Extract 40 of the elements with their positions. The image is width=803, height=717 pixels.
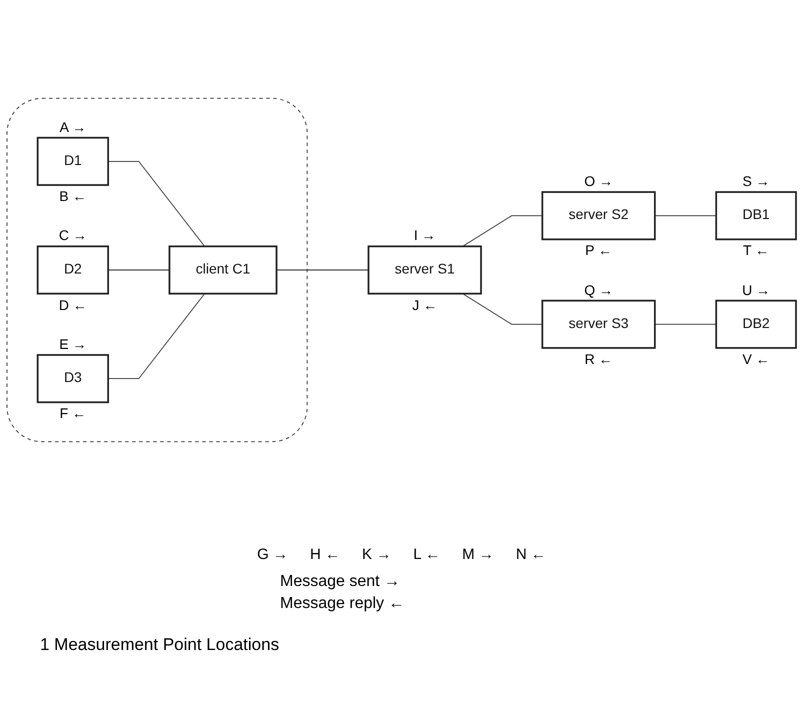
process-box: server S3 xyxy=(541,300,656,349)
process-box: D1 xyxy=(36,136,109,186)
connector-line xyxy=(108,160,206,247)
measurement-point-label: O → xyxy=(584,173,613,190)
figure-caption: 1 Measurement Point Locations xyxy=(40,635,280,655)
measurement-point-label: A → xyxy=(60,118,86,135)
measurement-point-label: I → xyxy=(414,227,436,244)
measurement-point-label: F ← xyxy=(60,405,86,422)
process-box: DB1 xyxy=(715,191,797,240)
process-box: server S1 xyxy=(368,245,482,295)
measurement-point-label: B ← xyxy=(59,188,86,204)
measurement-point-label: T ← xyxy=(742,242,770,258)
measurement-point-label: U → xyxy=(742,282,770,298)
process-box: server S2 xyxy=(541,191,656,240)
measurement-point-label: S → xyxy=(742,173,770,190)
legend-entry: Message reply ← xyxy=(280,595,406,613)
measurement-point-label: H ← xyxy=(310,546,340,563)
measurement-point-label: J ← xyxy=(412,296,438,313)
measurement-point-label: C → xyxy=(58,227,87,244)
measurement-point-label: V ← xyxy=(742,350,770,367)
measurement-point-label: K → xyxy=(362,546,392,563)
connector-line xyxy=(108,293,206,380)
connector-line xyxy=(462,215,543,247)
measurement-point-label: R ← xyxy=(584,350,613,367)
measurement-point-label: Q → xyxy=(584,282,613,298)
measurement-point-label: M → xyxy=(462,546,494,563)
legend-entry: Message sent → xyxy=(280,573,402,591)
process-box: client C1 xyxy=(168,245,278,295)
connector-line xyxy=(462,293,543,325)
measurement-point-label: E → xyxy=(59,336,86,352)
process-box: D2 xyxy=(36,245,109,295)
process-box: DB2 xyxy=(715,300,797,349)
connector-line xyxy=(654,324,717,325)
connector-line xyxy=(654,215,717,216)
measurement-point-label: L ← xyxy=(413,546,440,563)
measurement-point-label: N ← xyxy=(516,546,546,563)
process-box: D3 xyxy=(36,354,109,404)
measurement-point-label: G → xyxy=(257,546,288,563)
measurement-point-label: D ← xyxy=(58,296,87,313)
measurement-point-label: P ← xyxy=(585,242,612,258)
